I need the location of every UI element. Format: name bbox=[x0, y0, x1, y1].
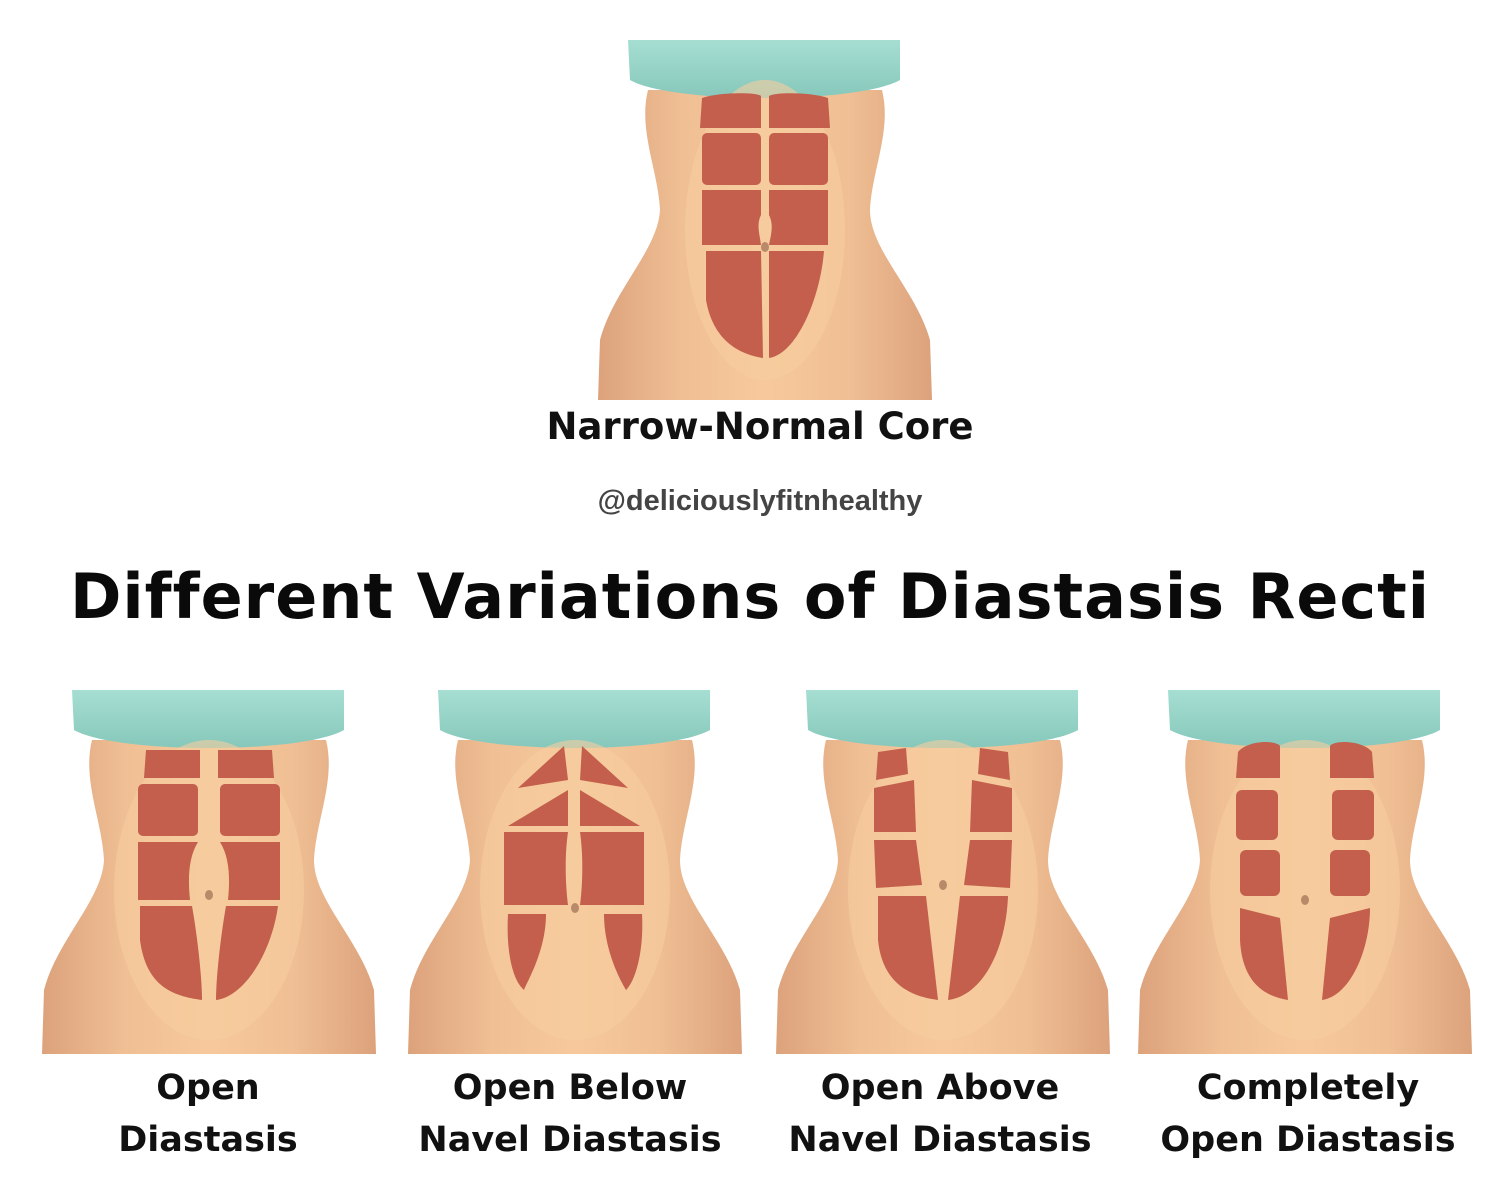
narrow-normal-core-label: Narrow-Normal Core bbox=[546, 405, 974, 448]
label-line-2: Diastasis bbox=[118, 1120, 298, 1160]
rectus-abdominis-muscles bbox=[138, 750, 280, 1000]
open-diastasis-label: Open Diastasis bbox=[28, 1062, 388, 1166]
navel bbox=[571, 903, 579, 913]
rectus-abdominis-muscles bbox=[1236, 742, 1374, 1000]
label-line-2: Open Diastasis bbox=[1160, 1120, 1456, 1160]
navel bbox=[1301, 895, 1309, 905]
label-line-2: Navel Diastasis bbox=[788, 1120, 1092, 1160]
waistband bbox=[438, 690, 710, 748]
waistband bbox=[628, 40, 900, 98]
torso-open-diastasis bbox=[42, 690, 376, 1054]
waistband bbox=[72, 690, 344, 748]
navel bbox=[205, 890, 213, 900]
rectus-abdominis-muscles bbox=[504, 746, 644, 990]
label-line-2: Navel Diastasis bbox=[418, 1120, 722, 1160]
open-above-navel-diastasis-label: Open Above Navel Diastasis bbox=[760, 1062, 1120, 1166]
navel bbox=[939, 880, 947, 890]
author-handle: @deliciouslyfitnhealthy bbox=[597, 485, 923, 517]
rectus-abdominis-muscles bbox=[874, 748, 1012, 1000]
label-line-1: Completely bbox=[1196, 1068, 1420, 1108]
waistband bbox=[1168, 690, 1440, 748]
torso-open-above-navel-diastasis bbox=[776, 690, 1110, 1054]
label-line-1: Open Below bbox=[452, 1068, 688, 1108]
label-line-1: Open Above bbox=[820, 1068, 1060, 1108]
torso-open-below-navel-diastasis bbox=[408, 690, 742, 1054]
label-line-1: Open bbox=[156, 1068, 260, 1108]
navel bbox=[761, 242, 769, 252]
page-title: Different Variations of Diastasis Recti bbox=[69, 560, 1431, 633]
completely-open-diastasis-label: Completely Open Diastasis bbox=[1128, 1062, 1488, 1166]
open-below-navel-diastasis-label: Open Below Navel Diastasis bbox=[390, 1062, 750, 1166]
torso-completely-open-diastasis bbox=[1138, 690, 1472, 1054]
torso-narrow-normal-core bbox=[598, 40, 932, 400]
waistband bbox=[806, 690, 1078, 748]
rectus-abdominis-muscles bbox=[700, 93, 830, 358]
